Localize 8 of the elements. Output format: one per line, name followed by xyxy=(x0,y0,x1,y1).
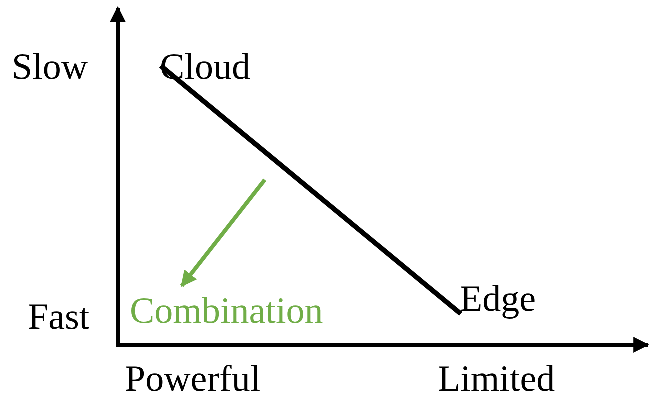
line xyxy=(159,64,463,316)
node-label: Edge xyxy=(460,274,536,320)
axis-label: Slow xyxy=(12,48,88,88)
axis-label: Powerful xyxy=(125,360,261,400)
axis-label: Fast xyxy=(28,298,90,338)
node-label: Combination xyxy=(130,286,324,332)
axis-label: Limited xyxy=(438,360,556,400)
arrow xyxy=(180,178,267,288)
